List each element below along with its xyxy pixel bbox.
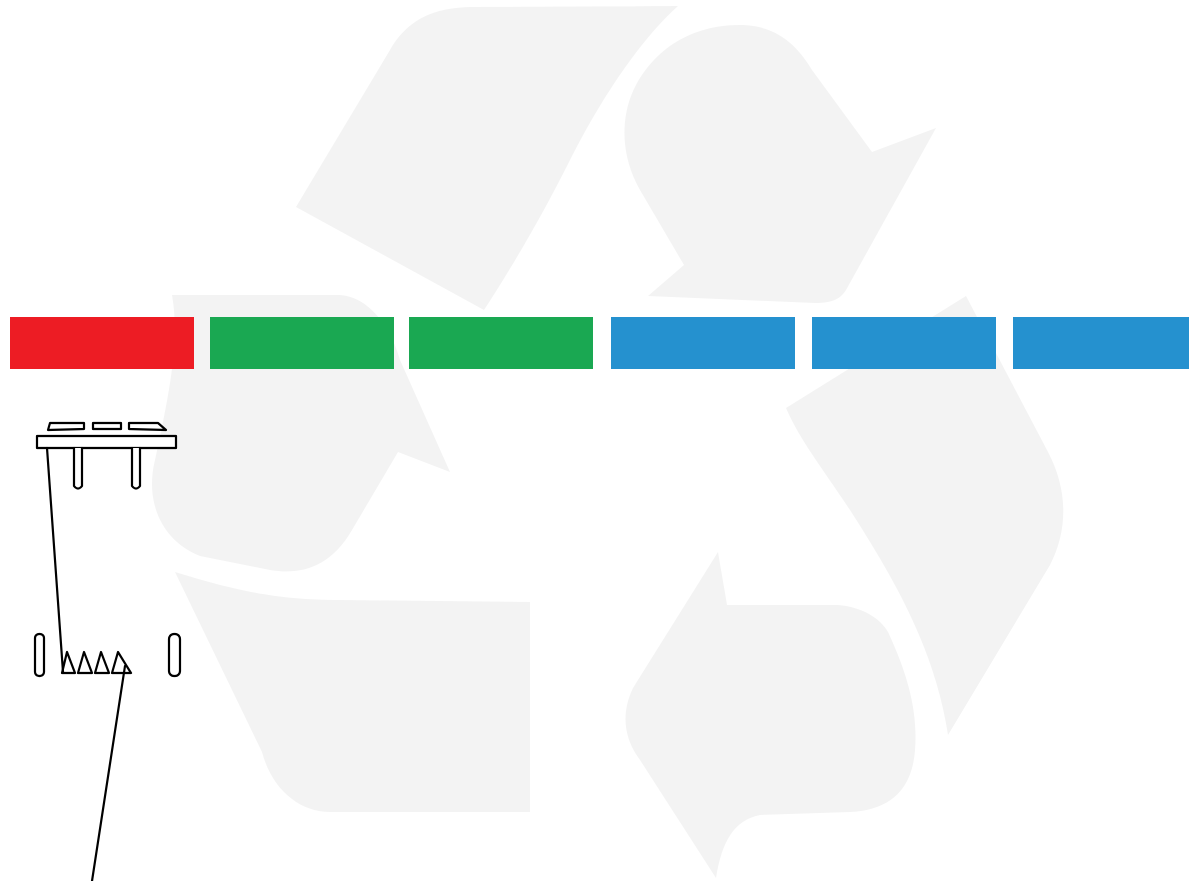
- top-plate: [35, 434, 178, 450]
- top-peg-right: [130, 446, 142, 490]
- top-cap-left: [46, 421, 86, 432]
- color-bar-segment-green-2: [409, 317, 593, 369]
- recycle-arrow-bottom: [175, 572, 530, 812]
- comb-tooth-4: [110, 650, 133, 675]
- bottom-slot-right: [167, 632, 182, 678]
- top-cap-right: [127, 421, 168, 432]
- top-peg-left: [72, 446, 84, 490]
- recycle-arrowhead-right: [625, 552, 916, 878]
- leader-line-upper: [45, 446, 65, 674]
- recycle-arrow-top: [296, 6, 678, 310]
- comb-tooth-3: [93, 650, 111, 675]
- color-bar-segment-blue-1: [611, 317, 795, 369]
- comb-tooth-2: [76, 650, 94, 675]
- recycle-arrow-right: [786, 296, 1064, 735]
- color-bar-segment-red: [10, 317, 194, 369]
- color-bar-segment-green-1: [210, 317, 394, 369]
- bottom-slot-left: [33, 632, 46, 678]
- recycle-icon: [152, 6, 1064, 878]
- top-cap-middle: [91, 421, 123, 431]
- comb-tooth-1: [60, 650, 77, 675]
- color-bar: [10, 317, 1189, 369]
- color-bar-segment-blue-2: [812, 317, 996, 369]
- leader-line-lower: [90, 664, 127, 881]
- recycle-arrowhead-top: [624, 25, 936, 303]
- color-bar-segment-blue-3: [1013, 317, 1189, 369]
- part-line-drawing: [33, 421, 182, 881]
